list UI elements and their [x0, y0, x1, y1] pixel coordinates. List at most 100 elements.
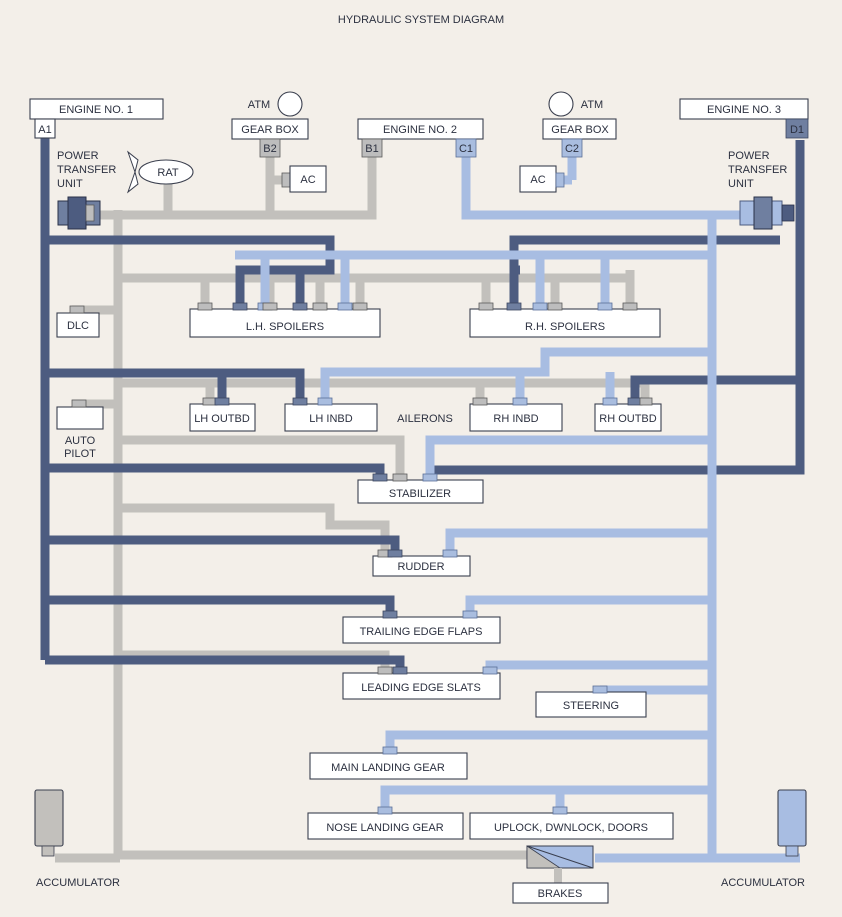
blue-lh-spoiler-drops [260, 255, 350, 308]
leading-edge-slats: LEADING EDGE SLATS [342, 666, 501, 700]
lh-spoilers-box [189, 308, 381, 338]
rudder-label: RUDDER [397, 561, 444, 573]
engine-1-label: ENGINE NO. 1 [59, 104, 133, 116]
le-slats-label: LEADING EDGE SLATS [361, 682, 481, 694]
dark-flaps-line [45, 595, 395, 615]
accumulator-left-label: ACCUMULATOR [36, 877, 120, 889]
steering: STEERING [535, 685, 647, 718]
ac-right-label: AC [530, 174, 545, 186]
ptu-right-line-2: TRANSFER [728, 164, 787, 176]
atm-right-label: ATM [581, 99, 603, 111]
brakes-valve-gray [526, 845, 562, 869]
diagram-title: HYDRAULIC SYSTEM DIAGRAM [338, 14, 504, 26]
blue-nose-gear-line [380, 785, 712, 812]
port-c2-label: C2 [565, 143, 579, 155]
steering-box [535, 691, 647, 718]
port-d1-label: D1 [790, 124, 804, 136]
blue-rudder-line [445, 528, 712, 555]
brakes: BRAKES [512, 845, 609, 904]
engine-3-box [679, 98, 809, 120]
accumulator-left-tank [34, 789, 64, 847]
engine-3-label: ENGINE NO. 3 [707, 104, 781, 116]
blue-aileron-manifold [320, 347, 712, 402]
port-b2-box [259, 138, 281, 158]
gearbox-left: ATM GEAR BOX B2 AC [231, 91, 327, 193]
rat: RAT [126, 150, 194, 194]
gray-rudder-line [118, 503, 390, 555]
ac-left-box [289, 165, 327, 193]
blue-aileron-rh-drops [515, 372, 615, 402]
gray-engine2-to-ptu [100, 145, 377, 220]
autopilot-line-2: PILOT [64, 448, 96, 460]
main-gear-label: MAIN LANDING GEAR [331, 762, 445, 774]
port-a1-box [34, 118, 56, 139]
port-b2-label: B2 [263, 143, 276, 155]
lh-inbd-label: LH INBD [309, 413, 352, 425]
lh-spoilers-label: L.H. SPOILERS [246, 321, 324, 333]
accumulator-left: ACCUMULATOR [34, 789, 120, 889]
ptu-left-line-1: POWER [57, 150, 99, 162]
stabilizer: STABILIZER [357, 473, 484, 504]
autopilot-line-1: AUTO [65, 435, 96, 447]
dark-lh-spoiler-a [45, 235, 335, 308]
ptu-left-line-3: UNIT [57, 178, 83, 190]
atm-left-icon [277, 91, 303, 117]
steering-label: STEERING [563, 700, 619, 712]
autopilot: AUTO PILOT [56, 399, 104, 460]
dark-rh-spoiler-a [509, 235, 780, 308]
rat-blade-top-icon [126, 150, 139, 174]
port-c1-label: C1 [459, 143, 473, 155]
port-a1-label: A1 [38, 124, 51, 136]
port-c2-box [561, 138, 583, 158]
rh-outbd-box [594, 403, 662, 432]
dark-aileron-lh [45, 368, 305, 402]
ptu-right-shaft [781, 204, 795, 222]
rat-blade-bottom-icon [126, 170, 139, 194]
blue-engine2-to-ptu [461, 150, 740, 220]
nose-landing-gear: NOSE LANDING GEAR [307, 806, 464, 840]
rat-label: RAT [157, 167, 178, 179]
gray-aileron-manifold [118, 378, 650, 400]
ptu-right-line-3: UNIT [728, 178, 754, 190]
engine-2-label: ENGINE NO. 2 [383, 124, 457, 136]
lh-inbd-box [284, 403, 378, 432]
te-flaps-box [342, 616, 501, 644]
blue-rh-spoiler-drops [535, 255, 610, 308]
uplock-label: UPLOCK, DWNLOCK, DOORS [494, 822, 648, 834]
stabilizer-label: STABILIZER [389, 488, 451, 500]
te-flaps-label: TRAILING EDGE FLAPS [360, 626, 483, 638]
ptu-right-collar [753, 196, 773, 230]
rh-inbd-label: RH INBD [493, 413, 538, 425]
dark-rudder-line [45, 535, 400, 555]
gray-slats-line [118, 650, 390, 672]
main-landing-gear: MAIN LANDING GEAR [309, 746, 468, 780]
ailerons: LH OUTBD LH INBD AILERONS RH INBD RH OUT… [189, 397, 662, 432]
engine-1-box [29, 98, 164, 120]
hydraulic-lines [40, 138, 805, 863]
port-c1-box [455, 138, 477, 158]
engine-1: ENGINE NO. 1 A1 [29, 98, 164, 139]
rudder: RUDDER [372, 549, 471, 577]
dark-stabilizer-line [45, 463, 385, 478]
atm-right-icon [548, 91, 574, 117]
ac-left-label: AC [300, 174, 315, 186]
rh-spoilers: R.H. SPOILERS [469, 302, 661, 338]
dlc-label: DLC [67, 320, 89, 332]
nose-gear-label: NOSE LANDING GEAR [326, 822, 443, 834]
uplock-box [469, 812, 674, 840]
blue-flaps-line [465, 595, 712, 615]
dark-aileron-rh [630, 375, 800, 402]
gearbox-left-label: GEAR BOX [241, 124, 299, 136]
lh-outbd-box [189, 403, 256, 432]
ptu-right: POWER TRANSFER UNIT [728, 150, 795, 230]
rudder-box [372, 555, 471, 577]
rh-spoilers-box [469, 308, 661, 338]
brakes-label: BRAKES [538, 888, 583, 900]
ac-right-connector [555, 172, 565, 188]
trailing-edge-flaps: TRAILING EDGE FLAPS [342, 610, 501, 644]
ailerons-label: AILERONS [397, 413, 453, 425]
engine-2-box [357, 118, 484, 140]
rat-body [138, 159, 194, 185]
ptu-left-collar [67, 196, 87, 230]
